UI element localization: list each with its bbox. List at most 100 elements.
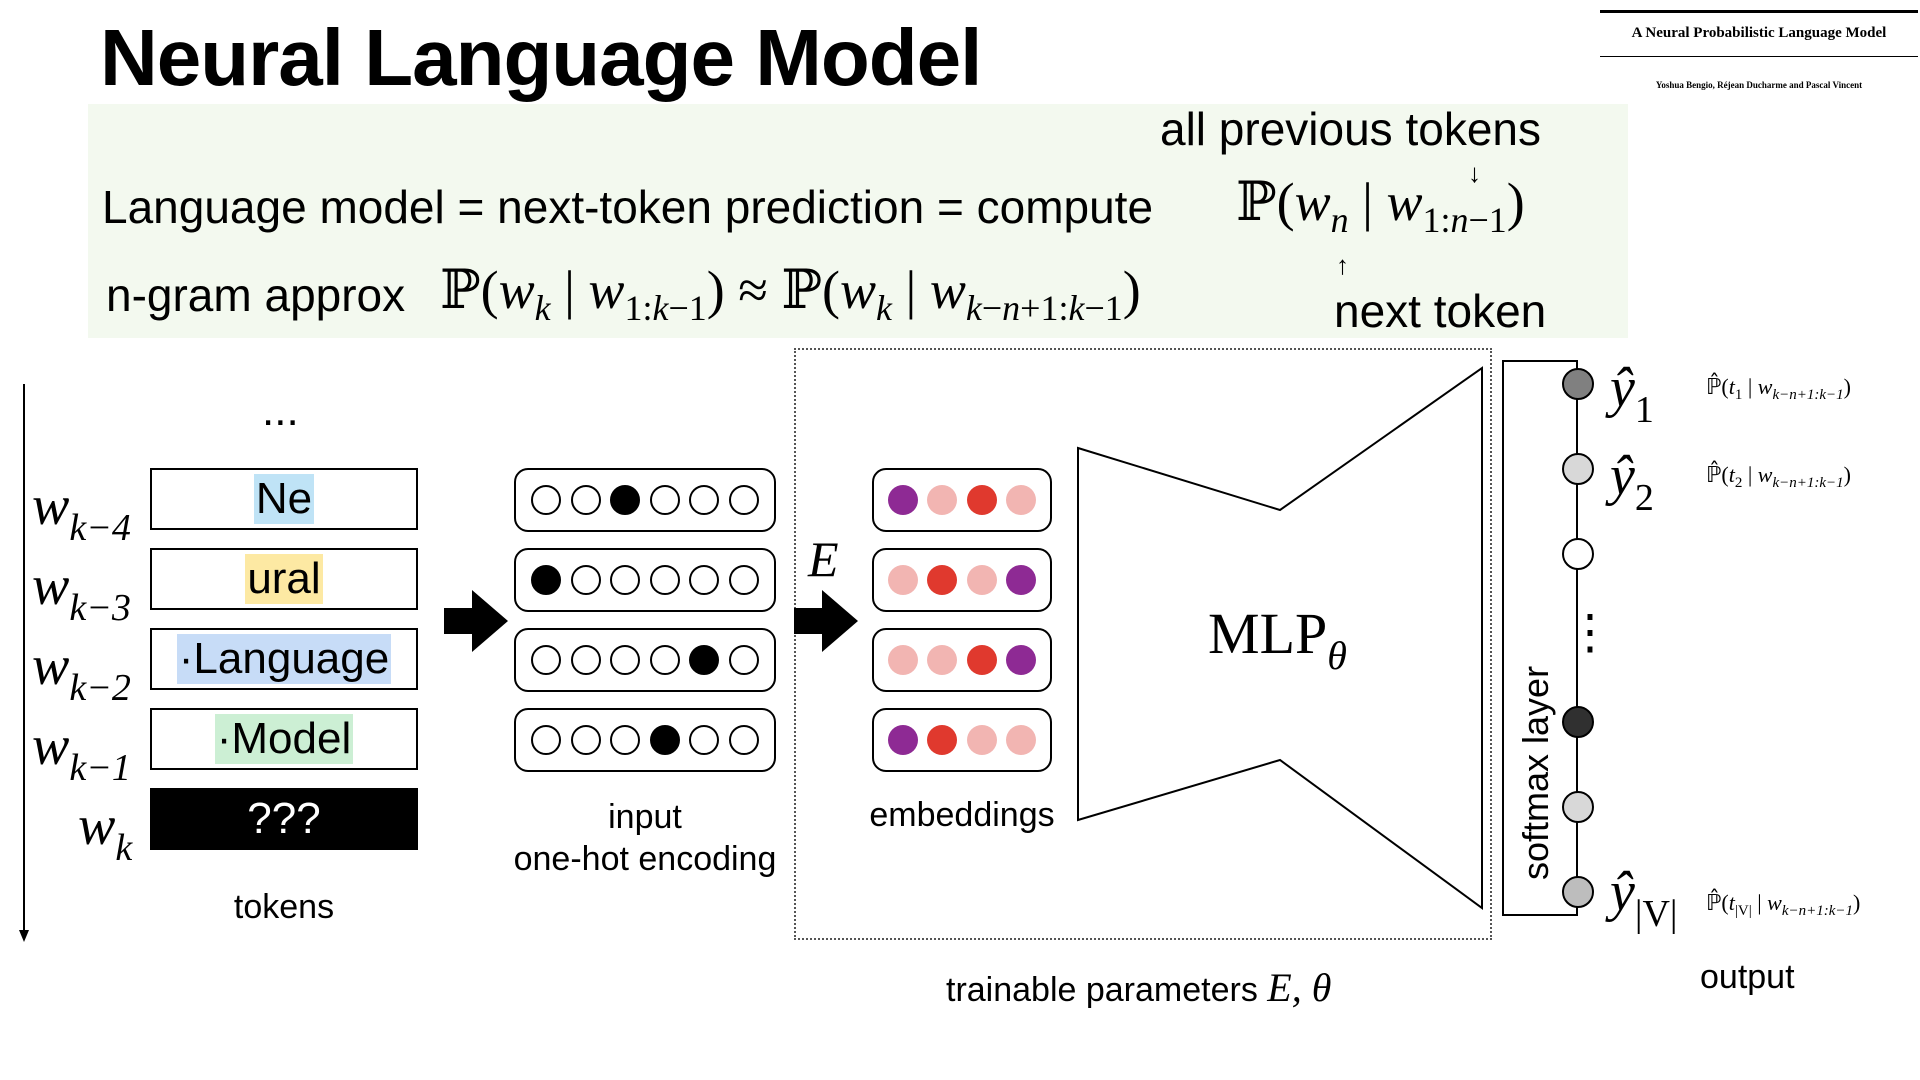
token-text: Ne xyxy=(253,474,315,524)
paper-thumbnail: A Neural Probabilistic Language Model Yo… xyxy=(1600,10,1920,100)
prob-2-label: ℙ̂(t2 | wk−n+1:k−1) xyxy=(1706,462,1851,491)
onehot-cell xyxy=(689,565,720,595)
onehot-row xyxy=(514,468,776,532)
sequence-arrow-icon xyxy=(19,384,29,942)
token-text: ·Language xyxy=(176,634,392,684)
onehot-label-line1: input xyxy=(608,798,682,836)
yhat-1-label: ŷ1 xyxy=(1610,357,1654,431)
embedding-cell xyxy=(966,725,997,755)
mlp-label: MLPθ xyxy=(1208,601,1347,678)
next-token-label: next token xyxy=(1334,285,1547,337)
onehot-cell xyxy=(570,645,601,675)
onehot-cell xyxy=(728,485,759,515)
embedding-cell xyxy=(1006,485,1037,515)
onehot-cell-active xyxy=(689,645,720,675)
prob-1-label: ℙ̂(t1 | wk−n+1:k−1) xyxy=(1706,374,1851,403)
onehot-row xyxy=(514,708,776,772)
token-text: ·Model xyxy=(214,714,354,764)
token-text: ??? xyxy=(247,794,321,843)
output-node xyxy=(1562,876,1594,908)
embedding-cell xyxy=(927,565,958,595)
embedding-cell xyxy=(887,725,918,755)
arrow-right-icon xyxy=(444,590,508,652)
onehot-cell xyxy=(531,725,562,755)
output-vdots: ⋮ xyxy=(1566,606,1614,659)
embedding-cell xyxy=(1006,565,1037,595)
paper-mid-rule xyxy=(1600,56,1918,57)
arrow-down-icon: ↓ xyxy=(1468,158,1481,188)
onehot-cell-active xyxy=(531,565,562,595)
paper-title: A Neural Probabilistic Language Model xyxy=(1631,25,1887,41)
embedding-cell xyxy=(927,725,958,755)
formula-panel xyxy=(88,104,1628,338)
onehot-cell xyxy=(610,565,641,595)
formula-next-token-prob: ℙ(wn | w1:n−1) xyxy=(1236,172,1525,240)
embedding-row xyxy=(872,468,1052,532)
onehot-cell xyxy=(728,565,759,595)
embedding-row xyxy=(872,628,1052,692)
onehot-cell xyxy=(649,485,680,515)
mlp-network-shape xyxy=(1077,366,1483,910)
output-label: output xyxy=(1700,958,1795,996)
onehot-cell xyxy=(570,725,601,755)
prob-V-label: ℙ̂(t|V| | wk−n+1:k−1) xyxy=(1706,890,1861,919)
onehot-cell xyxy=(570,485,601,515)
trainable-parameters-region xyxy=(794,348,1492,940)
embedding-row xyxy=(872,548,1052,612)
output-node xyxy=(1562,453,1594,485)
token-var-k: wk xyxy=(78,795,133,869)
paper-top-rule xyxy=(1600,10,1918,13)
onehot-row xyxy=(514,628,776,692)
onehot-cell xyxy=(728,725,759,755)
ngram-approx-label: n-gram approx xyxy=(106,269,406,321)
token-var-k-2: wk−2 xyxy=(32,635,131,709)
language-model-definition: Language model = next-token prediction =… xyxy=(102,181,1154,233)
embedding-cell xyxy=(887,485,918,515)
tokens-ellipsis: ... xyxy=(262,386,299,435)
trainable-parameters-label: trainable parameters E, θ xyxy=(946,965,1332,1010)
embedding-cell xyxy=(966,485,997,515)
onehot-label-line2: one-hot encoding xyxy=(513,840,777,878)
embedding-cell xyxy=(887,645,918,675)
onehot-cell xyxy=(689,485,720,515)
token-box: Ne xyxy=(150,468,418,530)
onehot-cell xyxy=(610,645,641,675)
embedding-cell xyxy=(1006,725,1037,755)
onehot-cell xyxy=(649,645,680,675)
softmax-layer-box xyxy=(1502,360,1578,916)
onehot-cell xyxy=(570,565,601,595)
all-previous-tokens-label: all previous tokens xyxy=(1160,103,1541,155)
token-box: ·Model xyxy=(150,708,418,770)
embedding-cell xyxy=(927,485,958,515)
onehot-cell xyxy=(610,725,641,755)
output-node xyxy=(1562,706,1594,738)
output-node xyxy=(1562,368,1594,400)
arrow-right-icon xyxy=(794,590,858,652)
softmax-layer-label: softmax layer xyxy=(1515,665,1556,880)
onehot-row xyxy=(514,548,776,612)
onehot-cell xyxy=(728,645,759,675)
onehot-cell-active xyxy=(649,725,680,755)
token-box: ural xyxy=(150,548,418,610)
embeddings-label: embeddings xyxy=(869,796,1055,834)
unknown-token-box: ??? xyxy=(150,788,418,850)
output-node xyxy=(1562,791,1594,823)
onehot-cell xyxy=(649,565,680,595)
paper-authors: Yoshua Bengio, Réjean Ducharme and Pasca… xyxy=(1655,80,1863,90)
onehot-cell xyxy=(689,725,720,755)
embedding-cell xyxy=(966,565,997,595)
embedding-row xyxy=(872,708,1052,772)
formula-ngram-approx: ℙ(wk | w1:k−1) ≈ ℙ(wk | wk−n+1:k−1) xyxy=(440,260,1141,328)
yhat-2-label: ŷ2 xyxy=(1610,445,1654,519)
embedding-matrix-symbol: E xyxy=(808,531,839,587)
slide-title: Neural Language Model xyxy=(100,13,982,102)
embedding-cell xyxy=(1006,645,1037,675)
token-var-k-3: wk−3 xyxy=(32,555,131,629)
embedding-cell xyxy=(966,645,997,675)
arrow-up-icon: ↑ xyxy=(1336,250,1349,280)
tokens-label: tokens xyxy=(233,888,335,926)
onehot-cell-active xyxy=(610,485,641,515)
embedding-cell xyxy=(927,645,958,675)
token-var-k-4: wk−4 xyxy=(32,475,131,549)
embedding-cell xyxy=(887,565,918,595)
